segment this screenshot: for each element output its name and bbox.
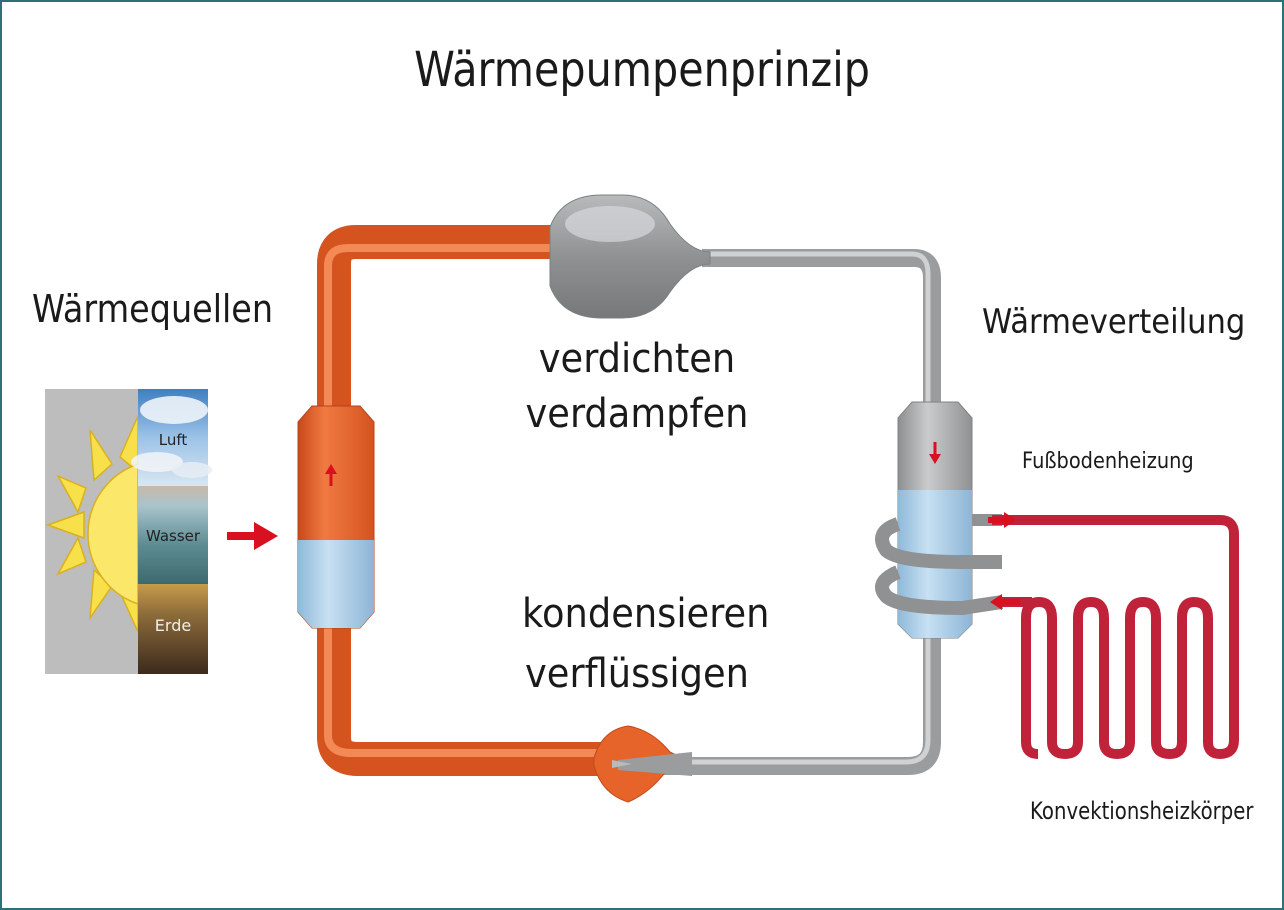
heat-sources-heading: Wärmequellen [32,287,274,331]
expansion-valve-icon [593,725,692,803]
heat-input-arrow [227,522,278,550]
condenser-arrow [929,442,941,464]
heat-distribution-heading: Wärmeverteilung [982,302,1246,342]
source-label-water: Wasser [145,527,201,545]
source-label-air: Luft [158,431,188,449]
heating-circuit [992,515,1239,759]
heat-source-panel [45,389,212,674]
floor-heating-label: Fußbodenheizung [1022,449,1194,474]
flow-arrow-bottom [990,594,1020,610]
evaporator-icon [297,405,375,629]
cold-refrigerant-pipe [662,249,941,775]
hot-refrigerant-pipe [317,225,612,776]
earth-source-image [138,584,208,674]
source-label-earth: Erde [154,616,192,635]
page-title: Wärmepumpenprinzip [414,42,870,98]
process-label-liquefy: verflüssigen [525,651,749,697]
process-label-compress: verdichten [538,336,736,382]
water-source-image [138,486,208,584]
evaporator-arrow [325,464,337,486]
flow-arrow-top [988,512,1016,528]
radiator-label: Konvektionsheizkörper [1030,797,1254,825]
process-label-condense: kondensieren [522,591,770,637]
compressor-icon [549,194,711,319]
process-label-evaporate: verdampfen [525,391,749,437]
